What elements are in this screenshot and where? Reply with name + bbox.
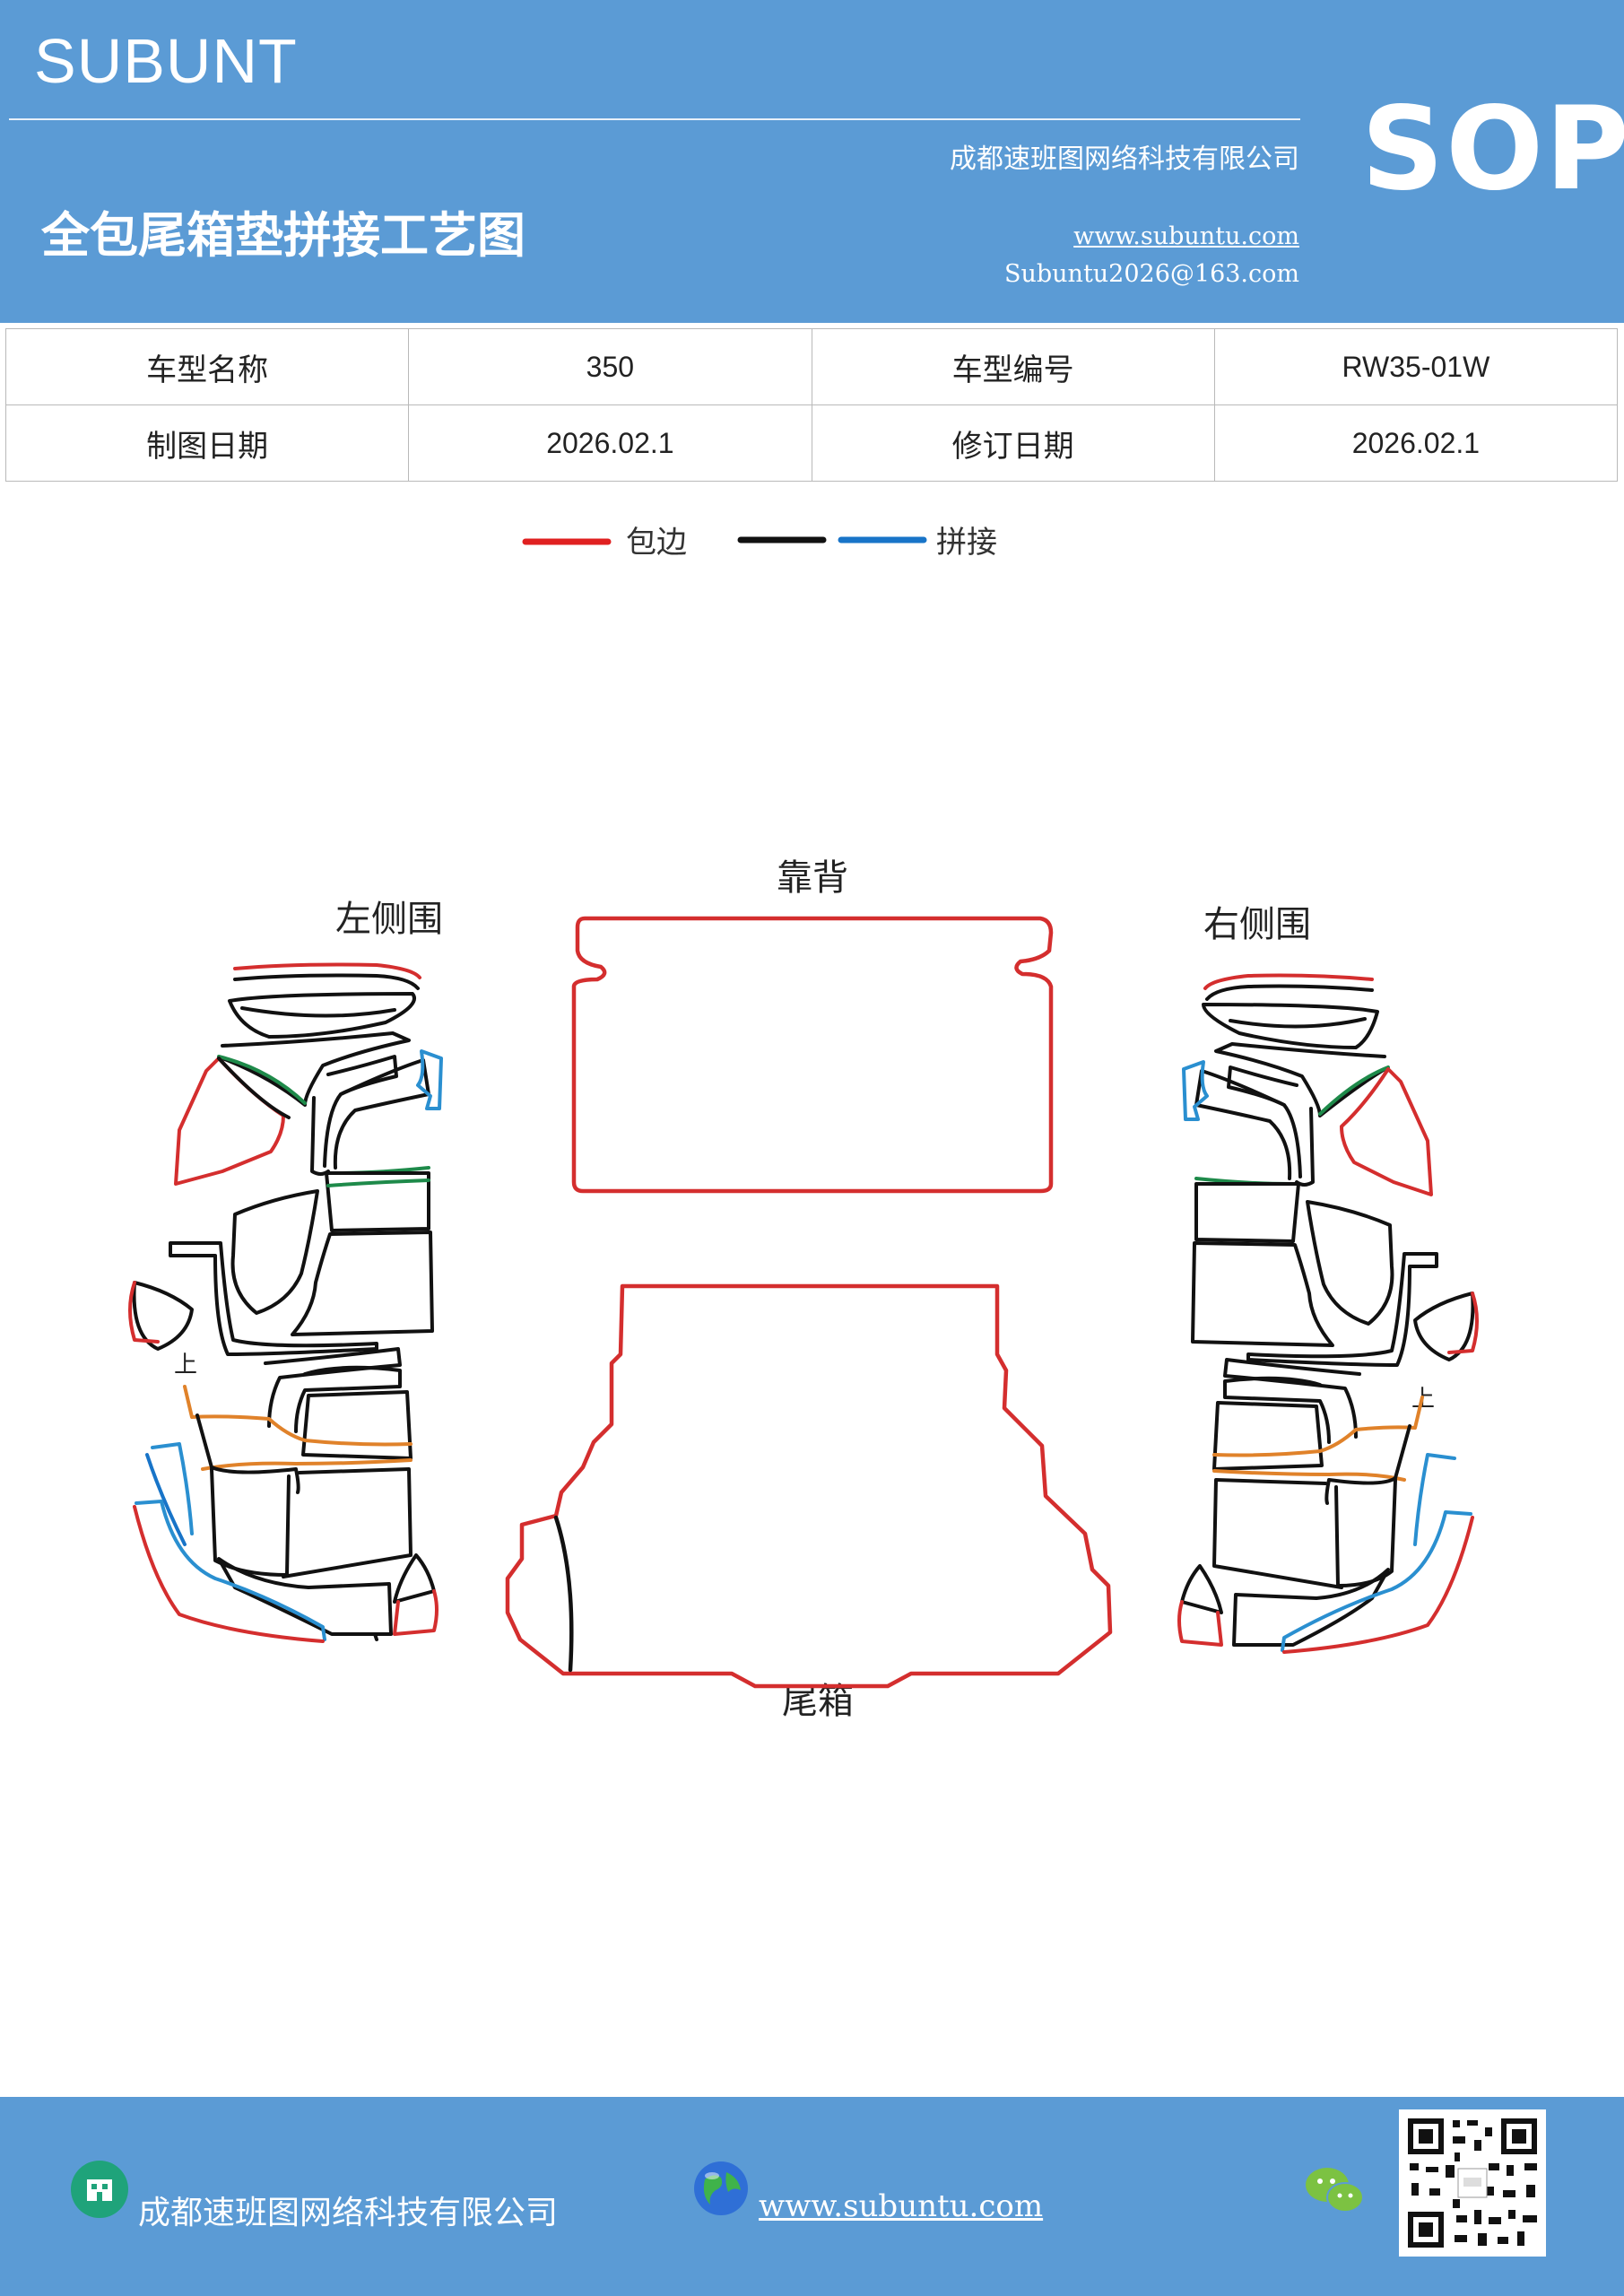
vehicle-info-table: 车型名称 350 车型编号 RW35-01W 制图日期 2026.02.1 修订… — [4, 328, 1619, 482]
website-link[interactable]: www.subuntu.com — [1073, 222, 1299, 250]
globe-icon — [694, 2161, 748, 2215]
model-name-label: 车型名称 — [4, 328, 410, 405]
header-banner: SUBUNT SOP 成都速班图网络科技有限公司 全包尾箱垫拼接工艺图 www.… — [0, 0, 1624, 323]
backrest-panel — [571, 916, 1054, 1194]
drawing-date-label: 制图日期 — [4, 404, 410, 482]
trunk-inner-seam — [553, 1515, 574, 1673]
legend: 包边 拼接 — [522, 525, 997, 561]
right-side-label: 右侧围 — [1203, 904, 1311, 945]
right-side-panels — [1177, 973, 1479, 1654]
footer-banner: 成都速班图网络科技有限公司 www.subuntu.com — [0, 2097, 1624, 2296]
wechat-icon[interactable] — [1304, 2165, 1365, 2217]
contact-email[interactable]: Subuntu2026@163.com — [1004, 260, 1299, 288]
brand-name: SUBUNT — [34, 26, 298, 96]
left-side-panels — [128, 962, 443, 1643]
qr-code[interactable] — [1399, 2109, 1546, 2257]
legend-label-edge: 包边 — [626, 525, 687, 561]
footer-company-name: 成都速班图网络科技有限公司 — [138, 2195, 559, 2231]
footer-website-link[interactable]: www.subuntu.com — [759, 2188, 1044, 2224]
mat-splicing-diagram: 包边 拼接 靠背 左侧围 右侧围 尾箱 上 上 — [128, 525, 1479, 1722]
qr-code-pattern — [1399, 2109, 1546, 2257]
table-row: 车型名称 350 车型编号 RW35-01W — [4, 328, 1619, 405]
document-title: 全包尾箱垫拼接工艺图 — [41, 207, 525, 264]
model-code-value: RW35-01W — [1213, 328, 1619, 405]
company-name: 成都速班图网络科技有限公司 — [950, 144, 1299, 175]
sop-badge: SOP — [1361, 83, 1624, 216]
backrest-label: 靠背 — [777, 857, 848, 899]
legend-label-splice: 拼接 — [936, 525, 997, 561]
left-side-label: 左侧围 — [335, 899, 443, 940]
trunk-floor-panel — [505, 1283, 1113, 1689]
drawing-date-value: 2026.02.1 — [408, 404, 812, 482]
model-code-label: 车型编号 — [811, 328, 1215, 405]
revision-date-label: 修订日期 — [811, 404, 1215, 482]
up-mark-left: 上 — [174, 1352, 197, 1378]
header-divider — [9, 118, 1300, 120]
revision-date-value: 2026.02.1 — [1213, 404, 1619, 482]
building-icon — [71, 2161, 128, 2218]
table-row: 制图日期 2026.02.1 修订日期 2026.02.1 — [4, 404, 1619, 482]
model-name-value: 350 — [408, 328, 812, 405]
